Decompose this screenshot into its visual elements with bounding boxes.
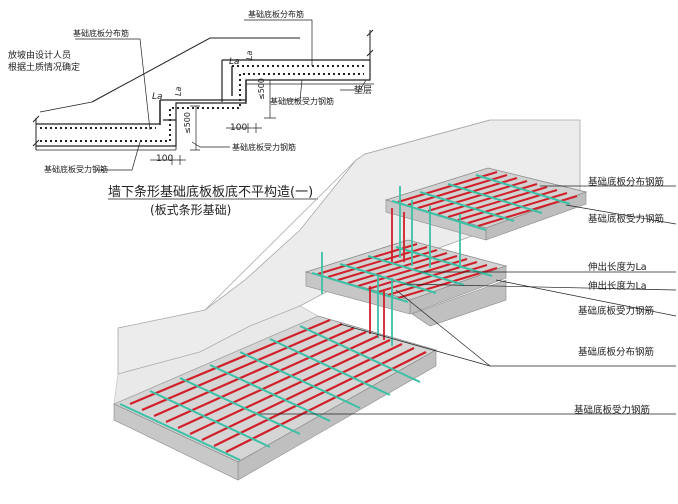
- label-dist-rebar-top-left: 基础底板分布筋: [73, 28, 129, 38]
- label-iso-bottom-main: 基础底板受力钢筋: [574, 404, 650, 416]
- label-cushion: 垫层: [354, 84, 372, 96]
- label-la-lower-vertical: La: [174, 87, 183, 96]
- leader-lines: [260, 185, 677, 415]
- label-iso-ext-2: 伸出长度为La: [588, 280, 647, 292]
- label-iso-ext-1: 伸出长度为La: [588, 261, 647, 273]
- label-slope-note-1: 放坡由设计人员: [8, 49, 71, 61]
- middle-slab-rebar: [311, 186, 498, 346]
- isometric-view: [113, 119, 677, 481]
- label-la-upper: La: [229, 57, 240, 67]
- label-iso-mid-dist: 基础底板分布钢筋: [578, 346, 654, 358]
- figure-subtitle: (板式条形基础): [150, 203, 231, 217]
- label-iso-top-main: 基础底板受力钢筋: [588, 213, 664, 225]
- label-slope-note-2: 根据土质情况确定: [8, 61, 80, 73]
- label-la-lower: La: [152, 92, 163, 102]
- label-main-rebar-upper: 基础底板受力钢筋: [270, 96, 334, 106]
- lower-slab-rebar: [119, 318, 427, 461]
- label-main-rebar-middle: 基础底板受力钢筋: [232, 142, 296, 152]
- label-le500-upper: ≤500: [257, 78, 266, 100]
- label-100-upper: 100: [230, 123, 247, 133]
- label-dist-rebar-top-right: 基础底板分布筋: [248, 9, 304, 19]
- label-iso-top-dist: 基础底板分布钢筋: [588, 176, 664, 188]
- label-la-upper-vertical: La: [245, 51, 254, 60]
- label-le500-lower: ≤500: [183, 112, 192, 134]
- label-iso-mid-main: 基础底板受力钢筋: [578, 305, 654, 317]
- section-drawing: [32, 19, 374, 171]
- top-slab-rebar: [391, 171, 578, 231]
- label-main-rebar-lower: 基础底板受力钢筋: [44, 164, 108, 174]
- label-100-lower: 100: [156, 154, 173, 164]
- figure-title: 墙下条形基础底板板底不平构造(一): [108, 184, 313, 200]
